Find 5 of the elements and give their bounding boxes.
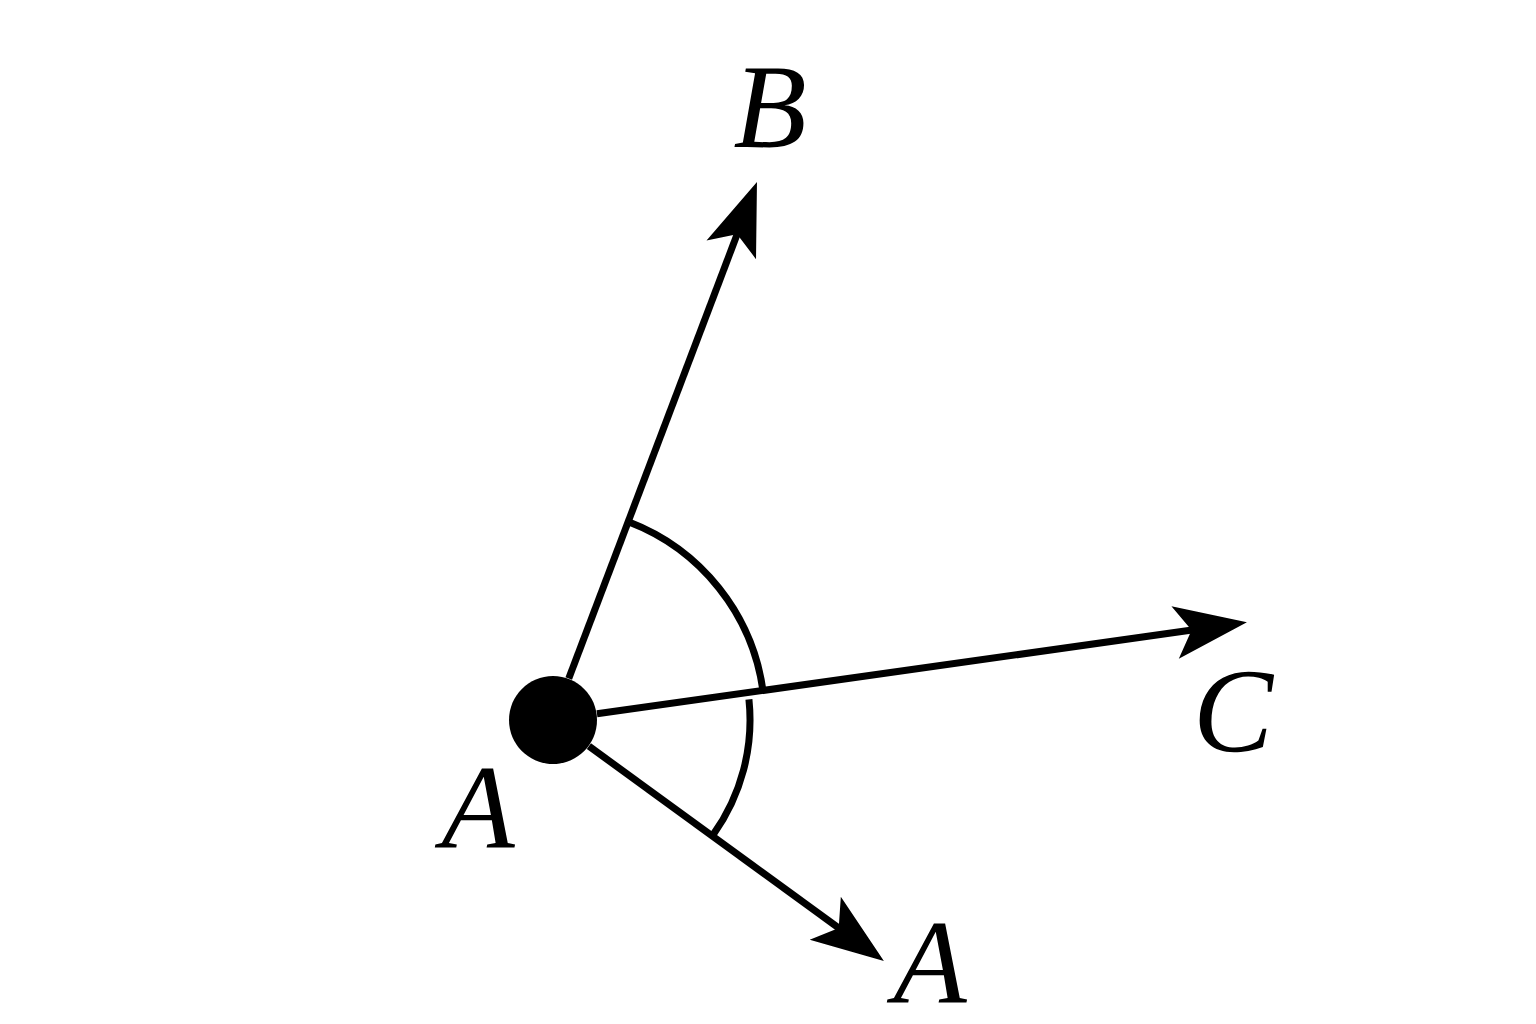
point-dot: [509, 676, 597, 764]
point-label: A: [886, 923, 968, 1003]
point-label: C: [1199, 671, 1275, 753]
point-label: B: [734, 68, 805, 148]
point-label: A: [434, 768, 516, 848]
